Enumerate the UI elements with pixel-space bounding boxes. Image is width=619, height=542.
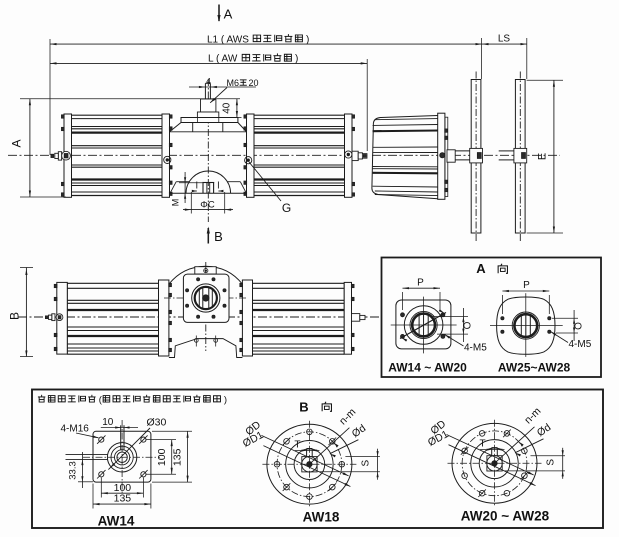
svg-text:LS: LS xyxy=(498,34,511,45)
svg-text:135: 135 xyxy=(172,448,184,466)
svg-text:ØD1: ØD1 xyxy=(241,429,266,450)
svg-text:E: E xyxy=(537,153,549,160)
svg-text:ØD1: ØD1 xyxy=(426,428,451,449)
svg-text:P: P xyxy=(523,280,530,291)
svg-text:n-m: n-m xyxy=(522,405,543,426)
svg-text:T: T xyxy=(294,439,300,450)
svg-text:Ød: Ød xyxy=(350,422,368,440)
svg-text:A: A xyxy=(224,7,233,22)
svg-text:B: B xyxy=(299,400,308,415)
svg-text:B: B xyxy=(214,229,223,244)
svg-text:L ( AW: L ( AW xyxy=(208,54,238,65)
svg-text:T: T xyxy=(479,439,485,450)
svg-text:AW14: AW14 xyxy=(98,514,135,529)
svg-text:AW25~AW28: AW25~AW28 xyxy=(498,361,571,375)
svg-text:AW14 ~ AW20: AW14 ~ AW20 xyxy=(388,361,467,375)
svg-text:Ø30: Ø30 xyxy=(147,417,167,429)
svg-text:A: A xyxy=(476,261,486,276)
svg-text:S: S xyxy=(546,459,557,466)
svg-text:ΦC: ΦC xyxy=(200,199,215,210)
svg-text:135: 135 xyxy=(114,493,132,505)
svg-text:M6: M6 xyxy=(227,78,240,88)
svg-text:): ) xyxy=(295,54,298,65)
svg-text:(: ( xyxy=(99,395,103,406)
svg-text:20: 20 xyxy=(249,78,259,88)
svg-text:G: G xyxy=(282,201,291,215)
svg-text:4-M5: 4-M5 xyxy=(569,339,592,350)
svg-text:M: M xyxy=(171,199,181,207)
svg-text:10: 10 xyxy=(102,417,114,428)
svg-text:33.3: 33.3 xyxy=(68,461,79,480)
svg-text:O: O xyxy=(463,321,474,329)
svg-text:40: 40 xyxy=(222,102,233,114)
svg-text:S: S xyxy=(360,460,371,467)
svg-text:4-M16: 4-M16 xyxy=(61,424,90,435)
svg-text:): ) xyxy=(224,395,227,406)
svg-text:Ød: Ød xyxy=(535,421,553,439)
svg-text:O: O xyxy=(574,322,585,330)
svg-text:4-M5: 4-M5 xyxy=(464,343,487,354)
svg-text:n-m: n-m xyxy=(337,406,358,427)
svg-text:AW18: AW18 xyxy=(303,510,340,525)
svg-text:A: A xyxy=(10,139,24,147)
svg-text:P: P xyxy=(417,278,424,289)
svg-text:AW20 ~ AW28: AW20 ~ AW28 xyxy=(461,509,550,524)
svg-text:100: 100 xyxy=(156,448,168,466)
svg-text:4: 4 xyxy=(206,76,211,86)
svg-text:L1 ( AWS: L1 ( AWS xyxy=(207,34,249,45)
svg-text:B: B xyxy=(8,312,22,320)
svg-text:): ) xyxy=(306,34,309,45)
